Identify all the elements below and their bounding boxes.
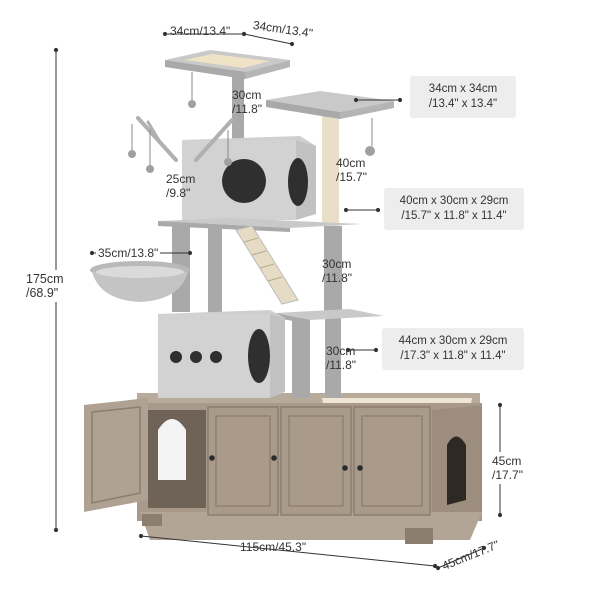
- cabinet-base: [140, 512, 482, 540]
- upper-condo: [182, 136, 316, 220]
- top-platform: [165, 50, 290, 79]
- open-door: [84, 398, 148, 512]
- cabinet-width-label: 115cm/45.3": [240, 540, 307, 554]
- cabinet: [84, 393, 482, 544]
- lower-condo-size-callout: 44cm x 30cm x 29cm/17.3" x 11.8" x 11.4": [382, 328, 524, 370]
- toys: [128, 72, 375, 173]
- cabinet-height-label: 45cm/17.7": [490, 452, 525, 484]
- posts: [172, 66, 342, 398]
- middle-platforms: [158, 218, 384, 324]
- second-platform: [266, 91, 394, 119]
- post-mid-height-label: 40cm/15.7": [336, 156, 367, 184]
- post-bottom-height-label: 30cm/11.8": [326, 344, 357, 372]
- interior-arch: [158, 419, 186, 480]
- top-platform-width-label: 34cm/13.4": [170, 24, 231, 38]
- top-depth-line: [241, 31, 295, 47]
- ladder: [235, 225, 299, 305]
- cabinet-depth-line: [435, 545, 487, 571]
- side-arch-opening: [447, 436, 466, 505]
- post-low-height-label: 30cm/11.8": [322, 257, 353, 285]
- condo-side-height-label: 25cm/9.8": [166, 172, 196, 200]
- platform-size-callout: 34cm x 34cm/13.4" x 13.4": [410, 76, 516, 118]
- basket: [90, 261, 190, 302]
- cabinet-doors: [207, 406, 431, 516]
- upper-condo-size-callout: 40cm x 30cm x 29cm/15.7" x 11.8" x 11.4": [384, 188, 524, 230]
- cabinet-width-line: [138, 533, 438, 569]
- basket-diameter-label: 35cm/13.8": [96, 246, 161, 260]
- post-upper-height-label: 30cm/11.8": [232, 88, 263, 116]
- lower-condo: [158, 310, 285, 398]
- total-height-label: 175cm/68.9": [26, 270, 64, 302]
